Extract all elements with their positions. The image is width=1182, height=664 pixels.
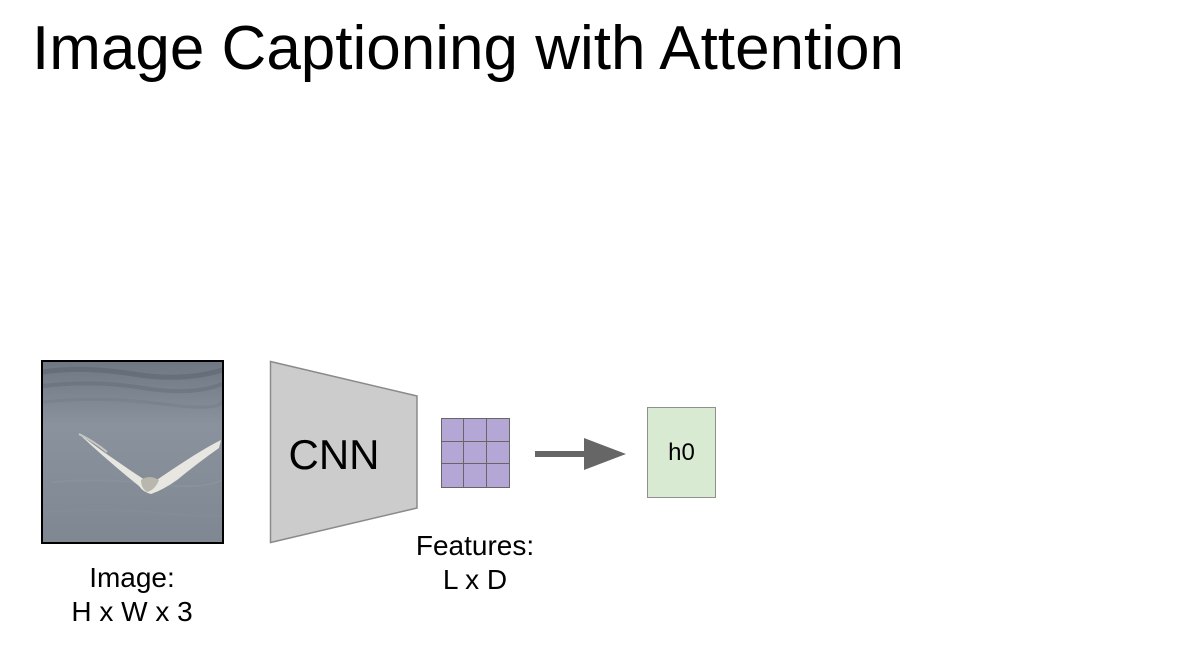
features-dimensions: L x D	[442, 564, 508, 595]
cnn-trapezoid	[269, 360, 418, 544]
features-caption-label: Features:	[415, 530, 535, 561]
feature-cell	[486, 442, 509, 465]
image-caption-label: Image:	[89, 562, 175, 593]
right-arrow-icon	[535, 438, 626, 470]
hidden-state-h0: h0	[647, 407, 716, 498]
cnn-label: CNN	[288, 431, 380, 478]
feature-cell	[464, 419, 487, 442]
feature-cell	[442, 464, 465, 487]
slide-title: Image Captioning with Attention	[32, 14, 904, 83]
input-image-seagull	[41, 360, 224, 544]
hidden-state-label: h0	[668, 438, 695, 466]
feature-cell	[464, 441, 487, 465]
image-dimensions: H x W x 3	[71, 596, 193, 627]
feature-cell	[442, 441, 465, 465]
cnn-block	[269, 360, 418, 544]
features-caption: Features: L x D	[395, 529, 555, 597]
feature-cell	[487, 464, 509, 487]
feature-grid	[441, 418, 510, 488]
image-caption: Image: H x W x 3	[32, 561, 232, 629]
feature-cell	[442, 419, 465, 442]
feature-cell	[486, 419, 509, 442]
feature-cell	[464, 464, 487, 487]
